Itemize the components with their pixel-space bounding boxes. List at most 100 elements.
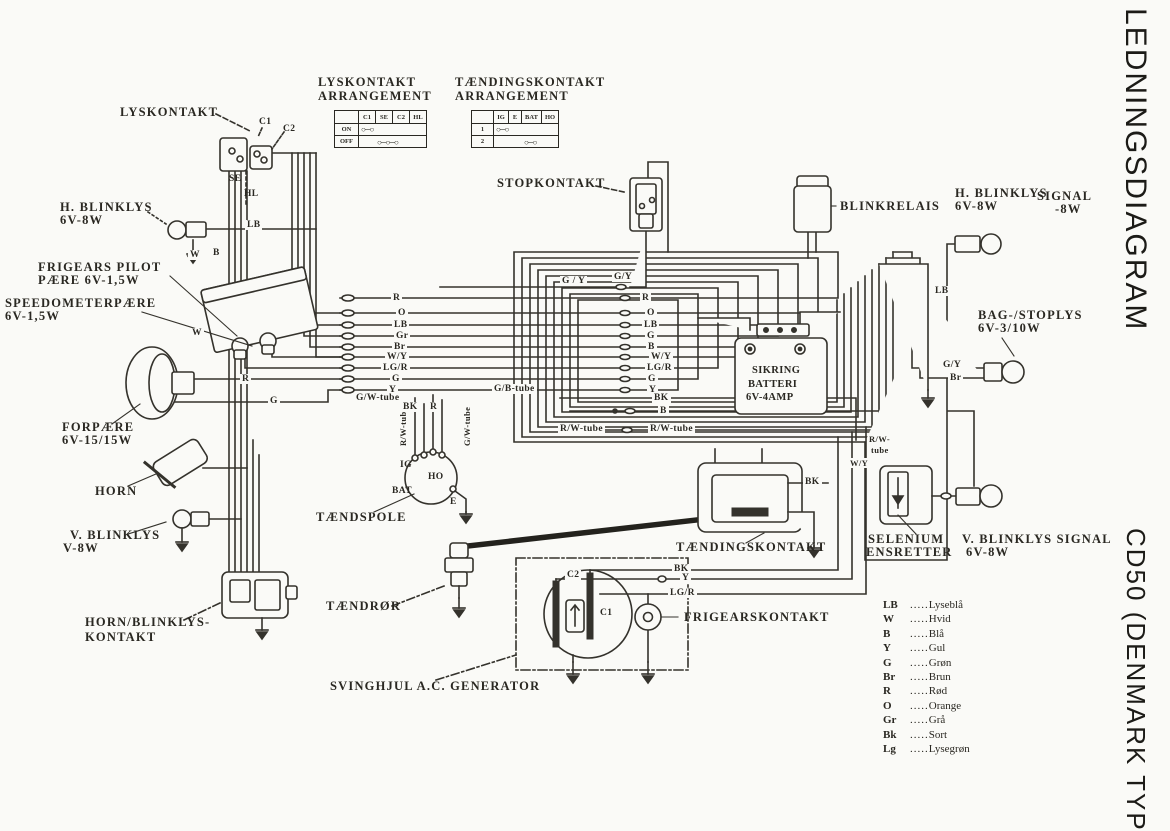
label-sikring: SIKRING [750, 365, 803, 376]
wire-wy: W/Y [385, 352, 410, 362]
label-c2: C2 [283, 124, 296, 134]
wire-gw-tube: G/W-tube [356, 393, 400, 403]
label-e: E [450, 497, 457, 507]
wire-bk-right: BK [652, 393, 671, 403]
battery-fuse [697, 311, 841, 415]
label-hb-kontakt-1: HORN/BLINKLYS- [85, 615, 211, 629]
wire-b2-right: B [658, 406, 669, 416]
wire-y-gen: Y [680, 573, 692, 583]
lys-col-hl: HL [409, 111, 426, 123]
spark-plug-icon [390, 514, 718, 608]
taend-2-link: ○─○ [524, 138, 537, 147]
wire-gy-tail: G/Y [941, 360, 964, 370]
taend-col-ig: IG [493, 111, 508, 123]
label-svinghjul: SVINGHJUL A.C. GENERATOR [330, 679, 541, 693]
wire-lgr-right: LG/R [645, 363, 674, 373]
label-frigears-1: FRIGEARS PILOT [38, 260, 162, 274]
legend-row: O.....Orange [883, 699, 962, 712]
legend-row: B.....Blå [883, 627, 945, 640]
tail-stop-lamp-icon [878, 251, 1025, 391]
light-switch [214, 112, 286, 206]
label-h-signal-3: SIGNAL [1037, 189, 1093, 203]
lys-table-title-1: LYSKONTAKT [318, 75, 417, 89]
wire-o-right: O [645, 308, 657, 318]
wire-gw-tube-coil: G/W-tube [462, 406, 472, 446]
taend-col-e: E [508, 111, 521, 123]
label-h-signal-1: H. BLINKLYS [955, 186, 1048, 200]
label-se: SE [229, 174, 242, 184]
wire-g-headlight: G [268, 396, 280, 406]
label-h-signal-2: 6V-8W [955, 199, 999, 213]
wire-r: R [391, 293, 403, 303]
wire-wy-right: W/Y [649, 352, 674, 362]
label-c1: C1 [259, 117, 272, 127]
label-batteri-spec: 6V-4AMP [746, 392, 794, 403]
stop-switch [439, 161, 669, 291]
wire-bk-ignition: BK [803, 477, 822, 487]
taend-col-ho: HO [541, 111, 558, 123]
wire-rw-tube-right: R/W-tube [648, 424, 695, 434]
label-v-blinklys-1: V. BLINKLYS [70, 528, 161, 542]
wire-g-right: G [645, 331, 657, 341]
legend-row: Bk.....Sort [883, 728, 948, 741]
label-v-blinklys-2: V-8W [63, 541, 99, 555]
wire-gy-2: G/Y [612, 272, 635, 282]
front-right-turn-signal-bulb-icon [127, 509, 210, 535]
wire-r-headlight: R [240, 374, 252, 384]
label-taendspole: TÆNDSPOLE [316, 510, 407, 524]
label-gen-c1: C1 [598, 608, 615, 618]
wire-br-tail: Br [948, 373, 964, 383]
taend-1-link: ○─○ [496, 125, 509, 134]
wire-rw-l1: R/W- [869, 434, 891, 444]
wire-b-1: B [211, 248, 222, 258]
wire-rw-l2: tube [871, 445, 889, 455]
lys-arrangement-table: C1 SE C2 HL ON OFF ○─○ ○─○─○ [334, 110, 427, 148]
ground-icon [175, 239, 935, 685]
label-v-signal-2: 6V-8W [966, 545, 1010, 559]
front-left-turn-signal-bulb-icon [146, 210, 207, 240]
lys-on-link: ○─○ [361, 125, 374, 134]
wire-wy-selenium: W/Y [848, 458, 871, 468]
wire-r-coil: R [428, 402, 440, 412]
wire-gy-1: G / Y [560, 276, 588, 286]
wire-lb-right-vert: LB [933, 286, 951, 296]
legend-row: Gr.....Grå [883, 714, 946, 727]
legend-row: W.....Hvid [883, 613, 951, 626]
label-forpaere-1: FORPÆRE [62, 420, 135, 434]
legend-row: G.....Grøn [883, 656, 952, 669]
horn-icon [127, 438, 209, 489]
label-h-blinklys-2: 6V-8W [60, 213, 104, 227]
legend-row: LB.....Lyseblå [883, 599, 963, 611]
label-taendingskontakt: TÆNDINGSKONTAKT [676, 540, 827, 554]
label-hl: HL [244, 189, 259, 199]
label-bat: BAT [392, 486, 413, 496]
wire-lb: LB [392, 320, 410, 330]
headlight-icon [111, 346, 195, 425]
legend-row: R.....Rød [883, 685, 948, 698]
color-code-legend: LB.....Lyseblå W.....Hvid B.....Blå Y...… [883, 598, 970, 756]
wire-gr: Gr [394, 331, 411, 341]
lys-row-off: OFF [335, 135, 358, 147]
label-taendroer: TÆNDRØR [326, 599, 402, 613]
lys-row-on: ON [335, 123, 358, 135]
lys-col-se: SE [375, 111, 392, 123]
label-horn: HORN [95, 484, 138, 498]
ignition-coil [373, 394, 467, 513]
legend-row: Lg.....Lysegrøn [883, 743, 970, 756]
flasher-relay [793, 175, 837, 259]
label-blinkrelais: BLINKRELAIS [840, 199, 941, 213]
label-lyskontakt: LYSKONTAKT [120, 105, 219, 119]
label-gen-c2: C2 [565, 570, 582, 580]
lys-table-title-2: ARRANGEMENT [318, 89, 432, 103]
taend-table-title-1: TÆNDINGSKONTAKT [455, 75, 606, 89]
taend-col-bat: BAT [521, 111, 541, 123]
neutral-switch-icon [634, 593, 679, 663]
wire-bk-coil: BK [401, 402, 420, 412]
wire-rw-tube-left: R/W-tube [558, 424, 605, 434]
label-hb-kontakt-2: KONTAKT [85, 630, 157, 644]
label-speedo-1: SPEEDOMETERPÆRE [5, 296, 157, 310]
taend-arrangement-table: IG E BAT HO 1 2 ○─○ ○─○ [471, 110, 559, 148]
lys-off-link: ○─○─○ [377, 138, 399, 147]
wire-lgr-gen: LG/R [668, 588, 697, 598]
